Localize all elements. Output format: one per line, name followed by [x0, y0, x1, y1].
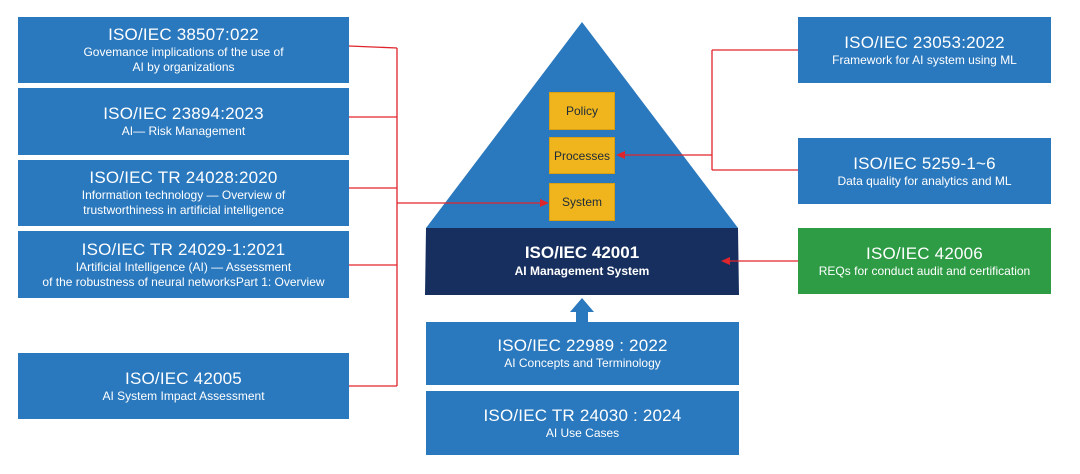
standard-subtitle: AI by organizations [132, 60, 235, 74]
standard-box-24029: ISO/IEC TR 24029-1:2021 IArtificial Inte… [18, 231, 349, 298]
standard-subtitle: REQs for conduct audit and certification [818, 263, 1031, 278]
standard-subtitle: Framework for AI system using ML [832, 52, 1017, 67]
standard-subtitle: trustworthiness in artificial intelligen… [83, 203, 284, 217]
standard-title: ISO/IEC TR 24030 : 2024 [483, 405, 682, 425]
layer-processes: Processes [549, 137, 615, 174]
standard-box-22989: ISO/IEC 22989 : 2022 AI Concepts and Ter… [426, 322, 739, 385]
standard-box-24030: ISO/IEC TR 24030 : 2024 AI Use Cases [426, 391, 739, 455]
arrow-to-system-icon [540, 199, 549, 207]
standard-title: ISO/IEC 23053:2022 [844, 32, 1005, 52]
standard-title: ISO/IEC 42006 [866, 243, 983, 263]
standard-box-5259: ISO/IEC 5259-1~6 Data quality for analyt… [798, 138, 1051, 204]
standard-title: ISO/IEC 42005 [125, 368, 242, 388]
arrow-to-processes-icon [616, 151, 625, 159]
layer-system: System [549, 183, 615, 221]
standard-subtitle: IArtificial Intelligence (AI) — Assessme… [75, 259, 292, 274]
standard-subtitle: Data quality for analytics and ML [837, 173, 1012, 188]
pyramid-base [425, 228, 739, 295]
standard-box-38507: ISO/IEC 38507:022 Govemance implications… [18, 17, 349, 83]
right-connector [622, 49, 798, 171]
base-title: ISO/IEC 42001 [524, 243, 640, 262]
pyramid-base-label: ISO/IEC 42001 AI Management System [425, 243, 739, 279]
standard-subtitle: Govemance implications of the use of [83, 45, 284, 59]
standard-subtitle: AI— Risk Management [121, 124, 246, 138]
standard-title: ISO/IEC 5259-1~6 [853, 153, 996, 173]
standard-title: ISO/IEC TR 24029-1:2021 [81, 239, 286, 259]
standard-box-23053: ISO/IEC 23053:2022 Framework for AI syst… [798, 17, 1051, 83]
left-connector [348, 45, 542, 387]
standard-box-42005: ISO/IEC 42005 AI System Impact Assessmen… [18, 353, 349, 419]
standard-box-23894: ISO/IEC 23894:2023 AI— Risk Management [18, 88, 349, 155]
layer-policy: Policy [549, 92, 615, 130]
standard-subtitle: AI Concepts and Terminology [504, 356, 661, 370]
standard-box-24028: ISO/IEC TR 24028:2020 Information techno… [18, 160, 349, 226]
standard-subtitle: AI Use Cases [545, 425, 620, 440]
base-subtitle: AI Management System [514, 264, 650, 278]
standard-subtitle: Information technology — Overview of [81, 188, 286, 202]
standard-title: ISO/IEC TR 24028:2020 [89, 168, 278, 187]
standard-title: ISO/IEC 23894:2023 [103, 104, 264, 123]
standard-subtitle: AI System Impact Assessment [102, 388, 265, 403]
standard-subtitle: of the robustness of neural networksPart… [42, 274, 325, 289]
arrow-to-base-icon [721, 257, 730, 265]
standard-title: ISO/IEC 38507:022 [108, 25, 259, 44]
standard-box-42006: ISO/IEC 42006 REQs for conduct audit and… [798, 228, 1051, 294]
standard-title: ISO/IEC 22989 : 2022 [497, 336, 668, 355]
up-arrow-icon [570, 298, 594, 322]
